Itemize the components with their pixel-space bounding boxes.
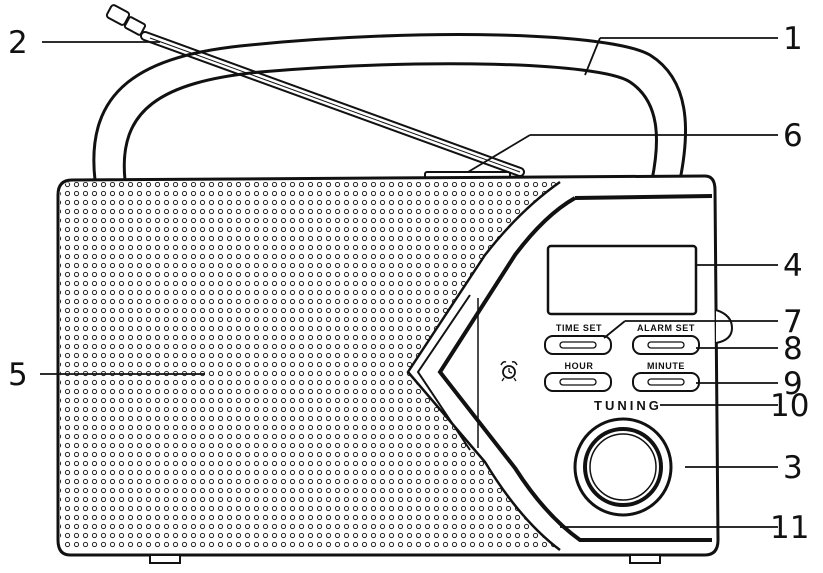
tuning-label: TUNING [594, 398, 662, 413]
lcd-display [546, 244, 698, 316]
callout-9: 9 [783, 366, 803, 402]
time-set-label: TIME SET [556, 323, 602, 333]
callout-numbers: 1 2 3 4 5 6 7 8 9 10 11 [8, 21, 809, 546]
callout-10: 10 [770, 388, 809, 424]
callout-3: 3 [783, 450, 803, 486]
antenna [105, 4, 525, 177]
handle [92, 33, 688, 181]
callout-6: 6 [783, 118, 803, 154]
callout-11: 11 [770, 510, 809, 546]
alarm-clock-icon [500, 361, 518, 382]
tuning-knob[interactable] [573, 417, 673, 517]
alarm-set-button[interactable]: ALARM SET [632, 323, 700, 355]
hour-button[interactable]: HOUR [544, 361, 612, 392]
leader-line-1-tip [584, 37, 601, 76]
callout-5: 5 [8, 357, 28, 393]
leader-line-7a [603, 320, 626, 339]
callout-7: 7 [783, 304, 803, 340]
callout-1: 1 [783, 21, 803, 57]
minute-button[interactable]: MINUTE [632, 361, 700, 392]
callout-2: 2 [8, 25, 28, 61]
callout-8: 8 [783, 331, 803, 367]
leader-line-6a [467, 134, 531, 173]
control-panel [406, 180, 713, 551]
hour-label: HOUR [565, 361, 594, 371]
callout-4: 4 [783, 248, 803, 284]
leader-lines [40, 37, 778, 528]
alarm-set-label: ALARM SET [637, 323, 695, 333]
time-set-button[interactable]: TIME SET [544, 323, 612, 355]
minute-label: MINUTE [647, 361, 685, 371]
